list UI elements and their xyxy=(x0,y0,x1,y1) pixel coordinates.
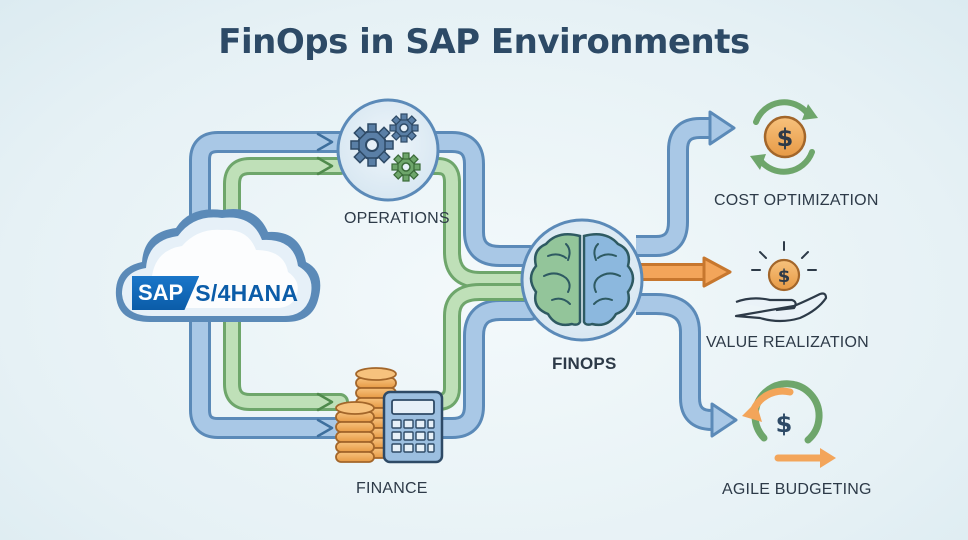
outcome-label-cost-optimization: COST OPTIMIZATION xyxy=(714,192,879,209)
hand-coin-icon: $ xyxy=(734,241,828,323)
arrow-to-agile-budgeting xyxy=(636,293,723,431)
output-arrows xyxy=(636,110,738,438)
svg-text:$: $ xyxy=(777,124,794,152)
finance-label: FINANCE xyxy=(356,480,428,497)
dollar-loop-arrow-icon: $ xyxy=(742,380,836,468)
finops-icon xyxy=(520,218,644,342)
sap-s4hana-logo: SAP S/4HANA xyxy=(132,276,298,310)
gear-icon xyxy=(389,113,419,143)
brain-icon xyxy=(529,233,635,327)
svg-text:$: $ xyxy=(778,266,791,287)
finops-label: FINOPS xyxy=(552,354,617,373)
outcome-label-value-realization: VALUE REALIZATION xyxy=(706,334,869,351)
gear-icon xyxy=(391,152,421,182)
dollar-cycle-icon: $ xyxy=(750,99,818,175)
sap-product: S/4HANA xyxy=(195,279,299,306)
flow-paths xyxy=(189,131,541,439)
svg-text:$: $ xyxy=(776,410,793,438)
operations-label: OPERATIONS xyxy=(344,210,450,227)
finance-icon xyxy=(335,367,444,464)
sap-brand: SAP xyxy=(132,276,200,310)
operations-icon xyxy=(336,98,440,202)
page-title: FinOps in SAP Environments xyxy=(218,22,750,62)
calculator-icon xyxy=(382,390,444,464)
coin-stack-icon xyxy=(335,401,375,463)
gear-icon xyxy=(350,123,394,167)
outcome-label-agile-budgeting: AGILE BUDGETING xyxy=(722,481,872,498)
